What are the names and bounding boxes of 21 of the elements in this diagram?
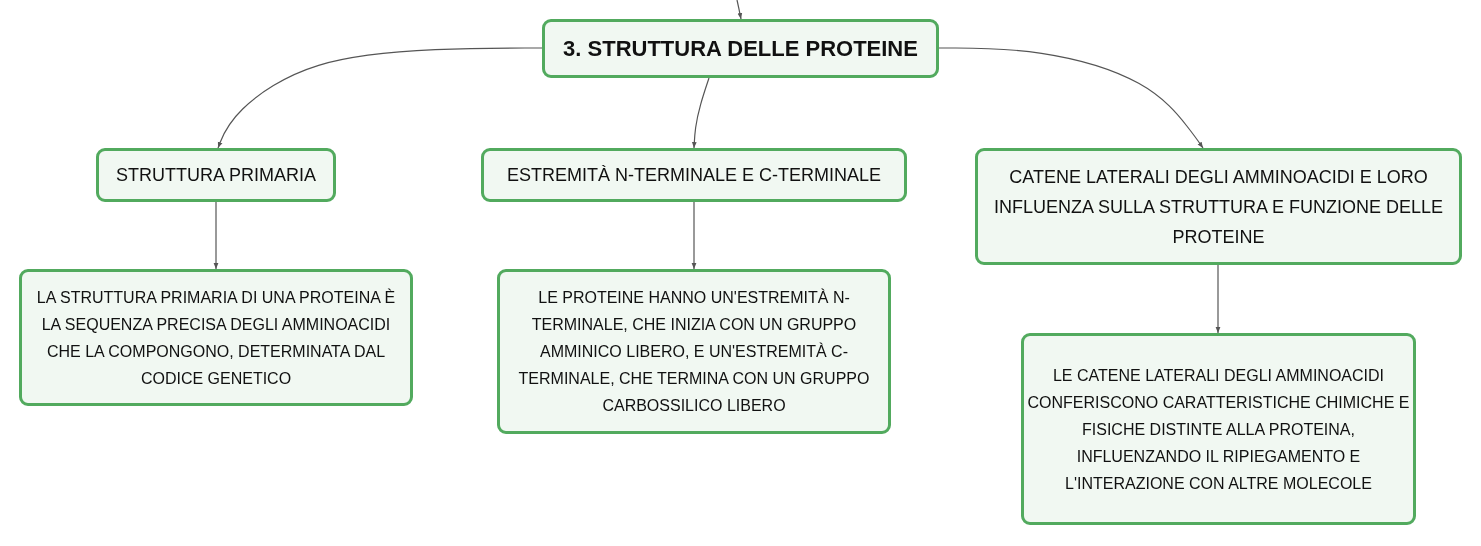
topic-text: ESTREMITÀ N-TERMINALE E C-TERMINALE — [506, 164, 881, 187]
connector-arrow — [938, 47, 1204, 149]
description-box — [1021, 333, 1416, 525]
topic-text: 3. STRUTTURA DELLE PROTEINE — [563, 34, 918, 63]
connector-arrow — [691, 201, 697, 270]
connector-arrow — [1215, 264, 1221, 334]
central-topic-box — [542, 19, 939, 78]
connector-arrow — [736, 0, 743, 20]
connector-arrow — [213, 201, 219, 270]
topic-text: LA STRUTTURA PRIMARIA DI UNA PROTEINA È LA SEQUENZA PRECISA DEGLI AMMINOACIDI CHE LA COMPONGONO, DETERMINATA DAL CODICE GENETICO — [35, 287, 397, 389]
topic-text: STRUTTURA PRIMARIA — [116, 164, 316, 187]
topic-text: LE PROTEINE HANNO UN'ESTREMITÀ N-TERMINALE, CHE INIZIA CON UN GRUPPO AMMINICO LIBERO, E UN'ESTREMITÀ C-TERMINALE, CHE TERMINA CON UN GRUPPO CARBOSSILICO LIBERO — [517, 287, 871, 416]
topic-text: CATENE LATERALI DEGLI AMMINOACIDI E LORO INFLUENZA SULLA STRUTTURA E FUNZIONE DELLE PROTEINE — [992, 165, 1445, 249]
connector-arrow — [691, 77, 710, 149]
subtopic-box — [96, 148, 336, 202]
subtopic-box — [975, 148, 1462, 265]
description-box — [497, 269, 891, 434]
subtopic-box — [481, 148, 907, 202]
topic-text: LE CATENE LATERALI DEGLI AMMINOACIDI CONFERISCONO CARATTERISTICHE CHIMICHE E FISICHE DISTINTE ALLA PROTEINA, INFLUENZANDO IL RIPIEGAMENTO E L'INTERAZIONE CON ALTRE MOLECOLE — [1026, 365, 1411, 494]
connector-arrow — [217, 47, 543, 149]
description-box — [19, 269, 413, 406]
